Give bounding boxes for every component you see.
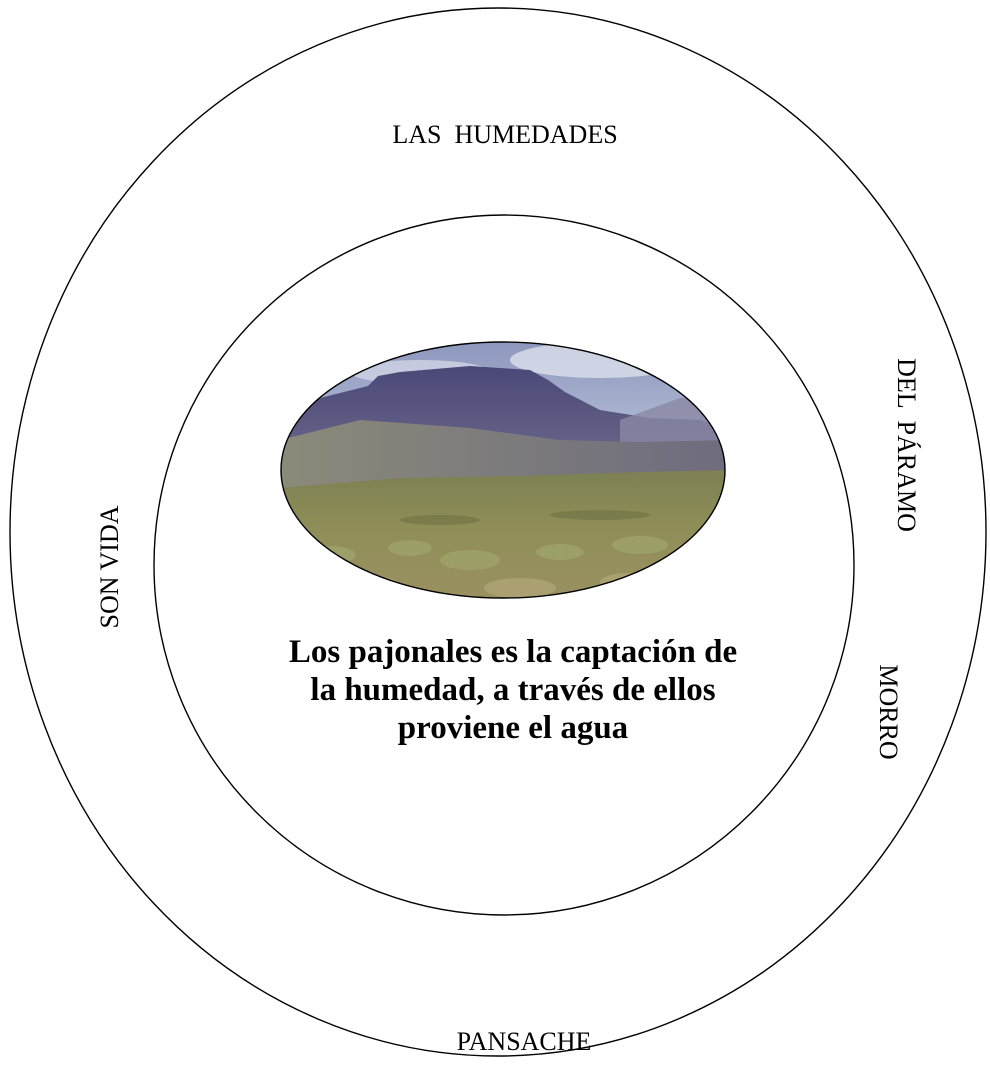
photo-border (280, 341, 726, 599)
paramo-landscape-photo (281, 342, 725, 598)
outer-left-label: SON VIDA (95, 505, 124, 628)
center-description: Los pajonales es la captación de la hume… (288, 634, 738, 746)
outer-top-label: LAS HUMEDADES (392, 120, 617, 149)
outer-circle (9, 7, 987, 1057)
inner-right-label: MORRO (874, 664, 903, 759)
outer-right-label: DEL PÁRAMO (892, 358, 921, 532)
inner-circle (153, 214, 855, 916)
outer-bottom-label: PANSACHE (457, 1027, 592, 1056)
